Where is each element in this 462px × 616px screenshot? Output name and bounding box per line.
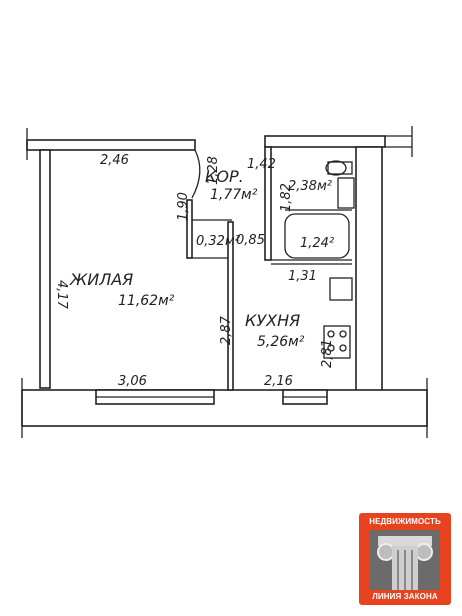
wc-area: 2,38м² [288, 179, 332, 194]
dim-top-living: 2,46 [100, 153, 129, 168]
wall-bottom [21, 389, 428, 427]
dim-bottom-living: 3,06 [118, 374, 147, 389]
burner-3 [327, 344, 335, 352]
bath-area: 1,24² [300, 236, 334, 251]
dim-bath-side: 1,82 [279, 183, 294, 212]
kitchen-area: 5,26м² [257, 334, 305, 350]
kitchen-sink [329, 277, 353, 301]
living-room-name: ЖИЛАЯ [69, 270, 133, 289]
toilet-tank [327, 161, 353, 175]
agency-logo: НЕДВИЖИМОСТЬ ЛИНИЯ ЗАКОНА [359, 513, 451, 605]
dim-closet-w: 0,85 [236, 233, 265, 248]
dim-kitchen-bottom: 2,16 [264, 374, 293, 389]
dim-bath-bottom: 1,31 [288, 269, 317, 284]
kitchen-name: КУХНЯ [245, 311, 300, 330]
corridor-area: 1,77м² [210, 187, 258, 203]
dim-living-height: 4,17 [54, 280, 69, 310]
bathtub [284, 213, 350, 259]
dim-corr-side: 1,28 [206, 156, 221, 185]
walls [21, 126, 428, 438]
wall-left [39, 149, 51, 389]
burner-2 [339, 330, 347, 338]
wall-partition [227, 221, 234, 391]
living-room-area: 11,62м² [118, 293, 175, 309]
logo-bottom-text: ЛИНИЯ ЗАКОНА [372, 592, 438, 601]
door-swing-living [191, 149, 201, 199]
stove [323, 325, 351, 359]
burner-1 [327, 330, 335, 338]
column-capital-icon [370, 530, 440, 590]
wall-top-left [26, 139, 196, 151]
wall-top-right [264, 135, 386, 148]
dim-corr-top: 1,42 [247, 157, 276, 172]
logo-top-text: НЕДВИЖИМОСТЬ [369, 517, 441, 526]
dim-partition: 2,87 [219, 315, 234, 345]
wall-corridor-left [186, 199, 193, 259]
dim-closet-side: 1,90 [176, 192, 191, 221]
burner-4 [339, 344, 347, 352]
closet-area: 0,32м² [196, 234, 240, 249]
dim-kitchen-side: 2,81 [320, 339, 335, 368]
toilet [325, 160, 347, 176]
wall-bath-left [264, 146, 272, 261]
sink [337, 177, 355, 209]
wall-right [355, 146, 383, 394]
corridor-name: КОР. [205, 167, 244, 186]
